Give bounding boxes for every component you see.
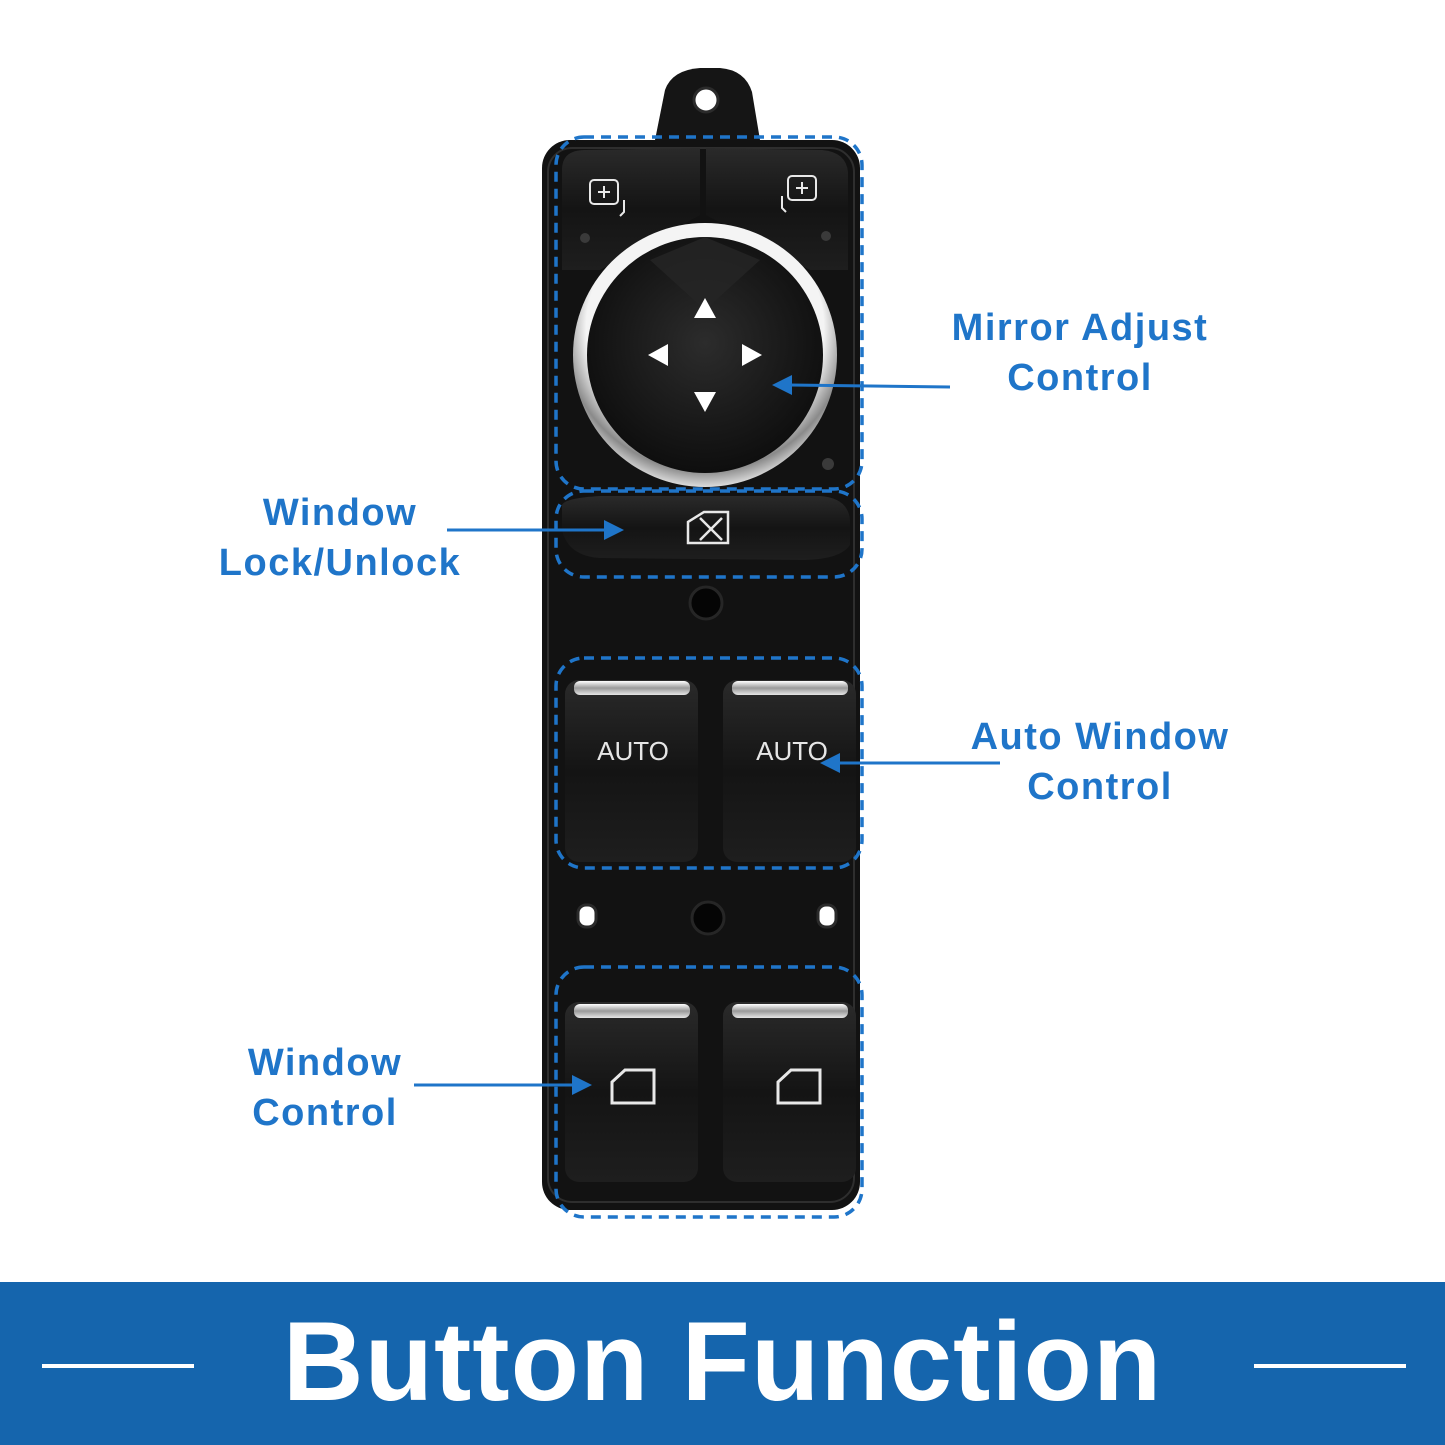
window-control-label: Window Control xyxy=(175,1038,475,1138)
auto-right-label: AUTO xyxy=(756,736,828,766)
mirror-adjust-joystick[interactable] xyxy=(573,223,837,487)
window-switch-illustration: AUTO AUTO xyxy=(414,68,1000,1219)
auto-label-line1: Auto Window xyxy=(970,716,1230,758)
arrow-left-icon xyxy=(648,344,668,366)
lock-label-line1: Window xyxy=(262,492,418,534)
mirror-callout-arrow xyxy=(772,375,951,395)
mounting-tab xyxy=(655,68,760,140)
window-right-icon xyxy=(776,1068,822,1105)
arrow-up-icon xyxy=(694,298,716,318)
lock-group-outline xyxy=(554,489,864,579)
window-callout-arrow xyxy=(414,1075,592,1095)
mounting-holes xyxy=(576,900,838,936)
mirror-label-line1: Mirror Adjust xyxy=(951,307,1209,349)
window-left-button[interactable] xyxy=(565,1002,698,1182)
auto-callout-arrow xyxy=(820,753,1000,773)
arrow-down-icon xyxy=(694,392,716,412)
mirror-adjust-label: Mirror Adjust Control xyxy=(930,303,1230,403)
mirror-group-outline xyxy=(554,135,864,491)
window-label-line2: Control xyxy=(252,1092,398,1134)
lock-callout-arrow xyxy=(447,520,624,540)
window-right-button[interactable] xyxy=(723,1002,856,1182)
window-group-outline xyxy=(554,965,864,1219)
window-lock-label: Window Lock/Unlock xyxy=(190,488,490,588)
auto-left-label: AUTO xyxy=(597,736,669,766)
auto-window-label: Auto Window Control xyxy=(950,712,1250,812)
auto-window-left-button[interactable]: AUTO xyxy=(565,680,698,862)
window-lock-icon xyxy=(686,510,730,545)
window-lock-button[interactable] xyxy=(562,496,850,560)
title-banner: Button Function xyxy=(0,1282,1445,1445)
auto-window-right-button[interactable]: AUTO xyxy=(723,680,856,862)
lock-label-line2: Lock/Unlock xyxy=(218,542,462,584)
mirror-select-right-button[interactable] xyxy=(706,148,848,270)
banner-rule-left xyxy=(42,1364,194,1368)
mirror-label-line2: Control xyxy=(1007,357,1153,399)
banner-rule-right xyxy=(1254,1364,1406,1368)
window-left-icon xyxy=(610,1068,656,1105)
arrow-right-icon xyxy=(742,344,762,366)
auto-group-outline xyxy=(554,656,864,870)
window-label-line1: Window xyxy=(247,1042,403,1084)
mirror-select-left-button[interactable] xyxy=(562,148,700,270)
banner-title: Button Function xyxy=(282,1299,1163,1424)
auto-label-line2: Control xyxy=(1027,766,1173,808)
indicator-hole xyxy=(688,585,724,621)
